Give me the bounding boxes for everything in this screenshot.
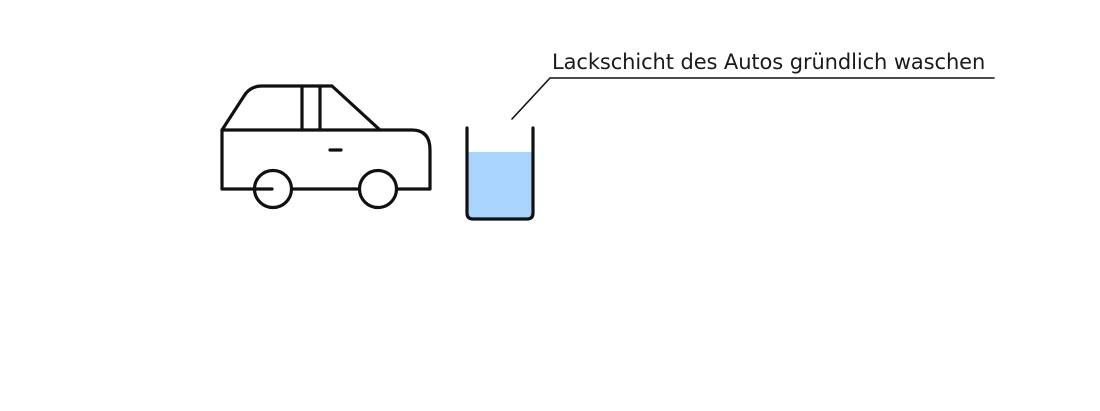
annotation-leader-line (511, 77, 995, 120)
bucket-water-fill (467, 152, 532, 219)
car-wheel-front (357, 168, 399, 210)
water-bucket-icon (465, 126, 535, 221)
car-icon (220, 84, 432, 210)
car-wheel-rear (252, 168, 294, 210)
annotation-label: Lackschicht des Autos gründlich waschen (552, 50, 986, 74)
car-body-outline (220, 84, 432, 191)
bucket-outline (465, 126, 535, 221)
